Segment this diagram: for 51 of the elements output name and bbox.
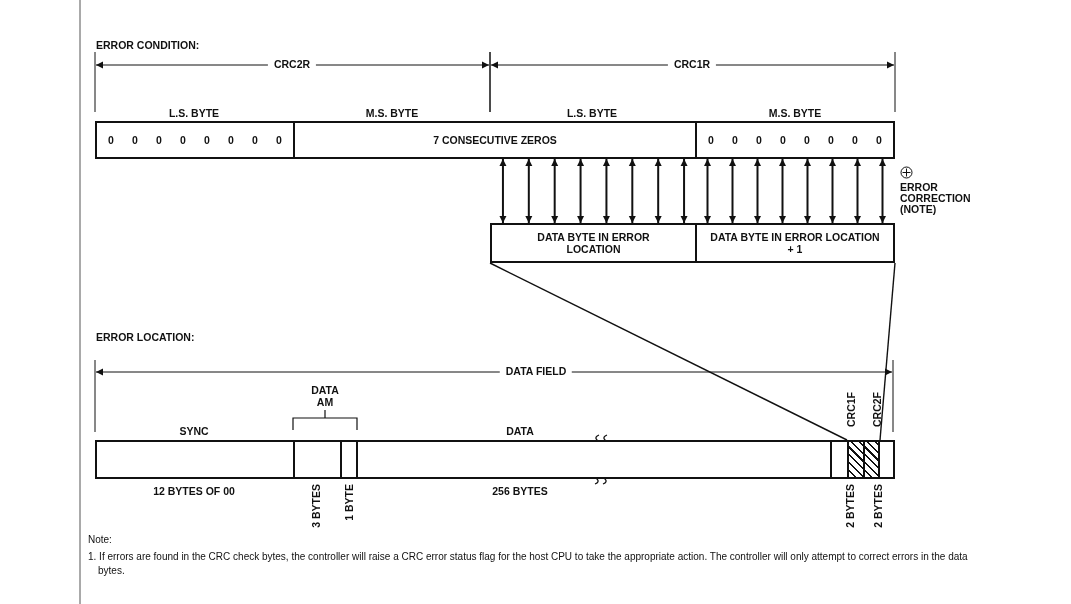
bit-value: 0: [708, 133, 714, 147]
register-byte-cell: [95, 121, 295, 159]
bit-value: 0: [204, 133, 210, 147]
byte-count: 1 BYTE: [343, 484, 356, 521]
bit-value: 0: [876, 133, 882, 147]
field-name: CRC1F: [845, 392, 858, 427]
note-text: 1. If errors are found in the CRC check bytes, the controller will raise a CRC error status flag for the host CPU to take the appropriate action. The controller will only attempt to correct errors in the data bytes.: [88, 550, 969, 577]
field-name: CRC2F: [871, 392, 884, 427]
bit-value: 0: [252, 133, 258, 147]
byte-count: 2 BYTES: [872, 484, 885, 528]
byte-count: 256 BYTES: [492, 485, 548, 498]
box-label: DATA BYTE IN ERROR LOCATION + 1: [710, 230, 880, 256]
byte-count: 12 BYTES OF 00: [153, 485, 235, 498]
byte-heading: L.S. BYTE: [168, 107, 220, 120]
dimension-label: DATA FIELD: [499, 365, 573, 378]
bit-value: 0: [756, 133, 762, 147]
field-segment: [356, 440, 832, 479]
byte-heading: M.S. BYTE: [768, 107, 822, 120]
byte-count: 2 BYTES: [844, 484, 857, 528]
note-heading: Note:: [88, 534, 112, 546]
bit-value: 0: [828, 133, 834, 147]
field-name: DATA: [506, 425, 534, 438]
bit-value: 0: [132, 133, 138, 147]
data-byte-box: [490, 223, 697, 263]
register-name: CRC1R: [667, 58, 717, 71]
field-name: SYNC: [179, 425, 209, 438]
bit-value: 0: [852, 133, 858, 147]
field-segment: [293, 440, 342, 479]
bit-value: 0: [780, 133, 786, 147]
data-byte-box: [695, 223, 895, 263]
field-name: DATA AM: [310, 384, 340, 409]
byte-heading: L.S. BYTE: [566, 107, 618, 120]
cell-text: 7 CONSECUTIVE ZEROS: [433, 133, 557, 147]
byte-count: 3 BYTES: [310, 484, 323, 528]
byte-heading: M.S. BYTE: [365, 107, 419, 120]
section-heading: ERROR LOCATION:: [96, 331, 195, 344]
register-byte-cell: [293, 121, 697, 159]
note-reference: ERROR CORRECTION (NOTE): [900, 182, 972, 216]
register-byte-cell: [695, 121, 895, 159]
section-heading: ERROR CONDITION:: [96, 39, 200, 52]
box-label: DATA BYTE IN ERROR LOCATION: [536, 230, 651, 256]
bit-value: 0: [180, 133, 186, 147]
bit-value: 0: [228, 133, 234, 147]
bit-value: 0: [108, 133, 114, 147]
bit-value: 0: [804, 133, 810, 147]
bit-value: 0: [156, 133, 162, 147]
bit-value: 0: [732, 133, 738, 147]
bit-value: 0: [276, 133, 282, 147]
register-name: CRC2R: [267, 58, 317, 71]
field-segment: [95, 440, 295, 479]
field-segment: [878, 440, 895, 479]
